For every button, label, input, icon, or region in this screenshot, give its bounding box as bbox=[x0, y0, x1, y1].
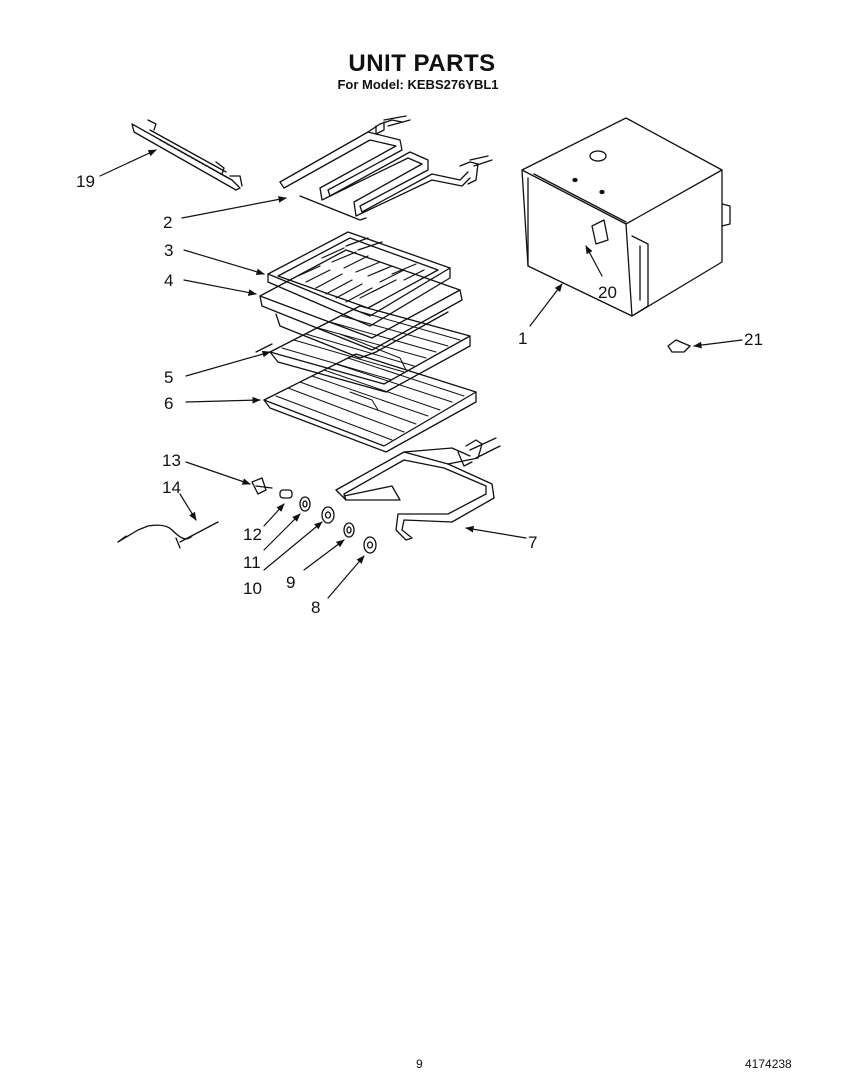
callout-19: 19 bbox=[76, 172, 95, 191]
part-21-clip bbox=[667, 339, 691, 353]
callout-1: 1 bbox=[518, 329, 527, 348]
part-3-broiler-grid bbox=[267, 231, 451, 327]
part-8-nut bbox=[363, 536, 377, 554]
part-10-nut bbox=[321, 506, 335, 524]
part-6-oven-rack bbox=[263, 353, 477, 453]
callout-labels: 19 2 3 4 5 6 7 8 9 10 11 12 13 14 1 20 2… bbox=[76, 172, 763, 617]
callout-11: 11 bbox=[243, 553, 261, 572]
document-number: 4174238 bbox=[745, 1057, 792, 1071]
part-13-clip bbox=[251, 477, 273, 495]
callout-13: 13 bbox=[162, 451, 181, 470]
callout-4: 4 bbox=[164, 271, 173, 290]
page-number: 9 bbox=[416, 1057, 423, 1071]
model-subtitle: For Model: KEBS276YBL1 bbox=[337, 77, 499, 92]
callout-10: 10 bbox=[243, 579, 262, 598]
part-14-sensor-probe bbox=[117, 521, 219, 549]
part-1-oven-cavity bbox=[521, 117, 731, 317]
callout-20: 20 bbox=[598, 283, 617, 302]
part-7-bake-element bbox=[335, 437, 501, 541]
callout-12: 12 bbox=[243, 525, 262, 544]
page-title: UNIT PARTS bbox=[348, 50, 496, 77]
part-2-broil-element bbox=[279, 115, 493, 221]
part-5-oven-rack bbox=[255, 305, 471, 393]
callout-14: 14 bbox=[162, 478, 181, 497]
callout-7: 7 bbox=[528, 533, 537, 552]
callout-5: 5 bbox=[164, 368, 173, 387]
part-12-spacer bbox=[279, 489, 293, 499]
part-19-bracket bbox=[131, 119, 243, 191]
callout-8: 8 bbox=[311, 598, 320, 617]
callout-9: 9 bbox=[286, 573, 295, 592]
callout-3: 3 bbox=[164, 241, 173, 260]
callout-2: 2 bbox=[163, 213, 172, 232]
callout-6: 6 bbox=[164, 394, 173, 413]
leader-lines bbox=[99, 149, 743, 599]
part-11-washer bbox=[299, 496, 311, 512]
part-4-broiler-pan bbox=[259, 249, 463, 359]
part-9-washer bbox=[343, 522, 355, 538]
callout-21: 21 bbox=[744, 330, 763, 349]
